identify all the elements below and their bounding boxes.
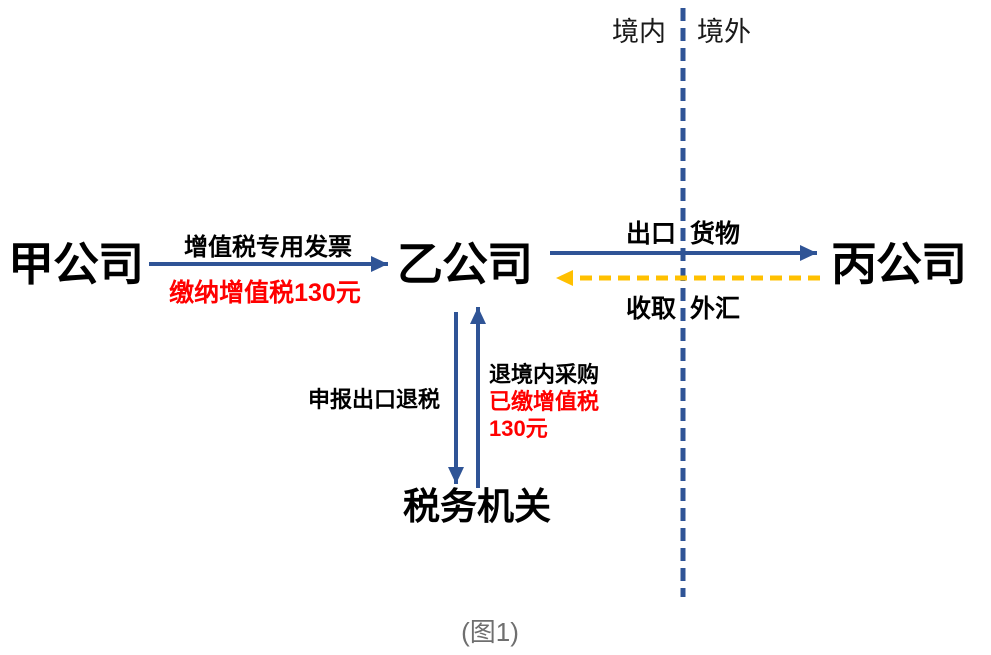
invoice-flow-label: 增值税专用发票 bbox=[184, 234, 352, 261]
invoice-flow-sublabel: 缴纳增值税130元 bbox=[169, 279, 361, 307]
region-label-overseas: 境外 bbox=[697, 17, 751, 47]
node-company-c: 丙公司 bbox=[831, 238, 967, 290]
receive-forex-label-left: 收取 bbox=[625, 295, 676, 323]
refund-label-line2: 已缴增值税 bbox=[489, 389, 600, 414]
receive-forex-label-right: 外汇 bbox=[690, 295, 741, 323]
node-company-a: 甲公司 bbox=[8, 238, 144, 290]
export-goods-label-left: 出口 bbox=[625, 220, 676, 248]
node-tax-authority: 税务机关 bbox=[403, 486, 551, 527]
refund-label-line1: 退境内采购 bbox=[489, 362, 600, 387]
refund-label-block: 退境内采购 已缴增值税 130元 bbox=[489, 361, 599, 442]
export-goods-label: 出口 货物 bbox=[550, 214, 816, 250]
export-goods-label-right: 货物 bbox=[690, 220, 741, 248]
receive-forex-label: 收取 外汇 bbox=[550, 289, 816, 325]
declare-refund-label: 申报出口退税 bbox=[308, 387, 441, 412]
figure-caption: (图1) bbox=[461, 617, 519, 647]
node-company-b: 乙公司 bbox=[397, 238, 533, 290]
region-label-domestic: 境内 bbox=[612, 17, 666, 47]
refund-label-line3: 130元 bbox=[489, 416, 548, 441]
